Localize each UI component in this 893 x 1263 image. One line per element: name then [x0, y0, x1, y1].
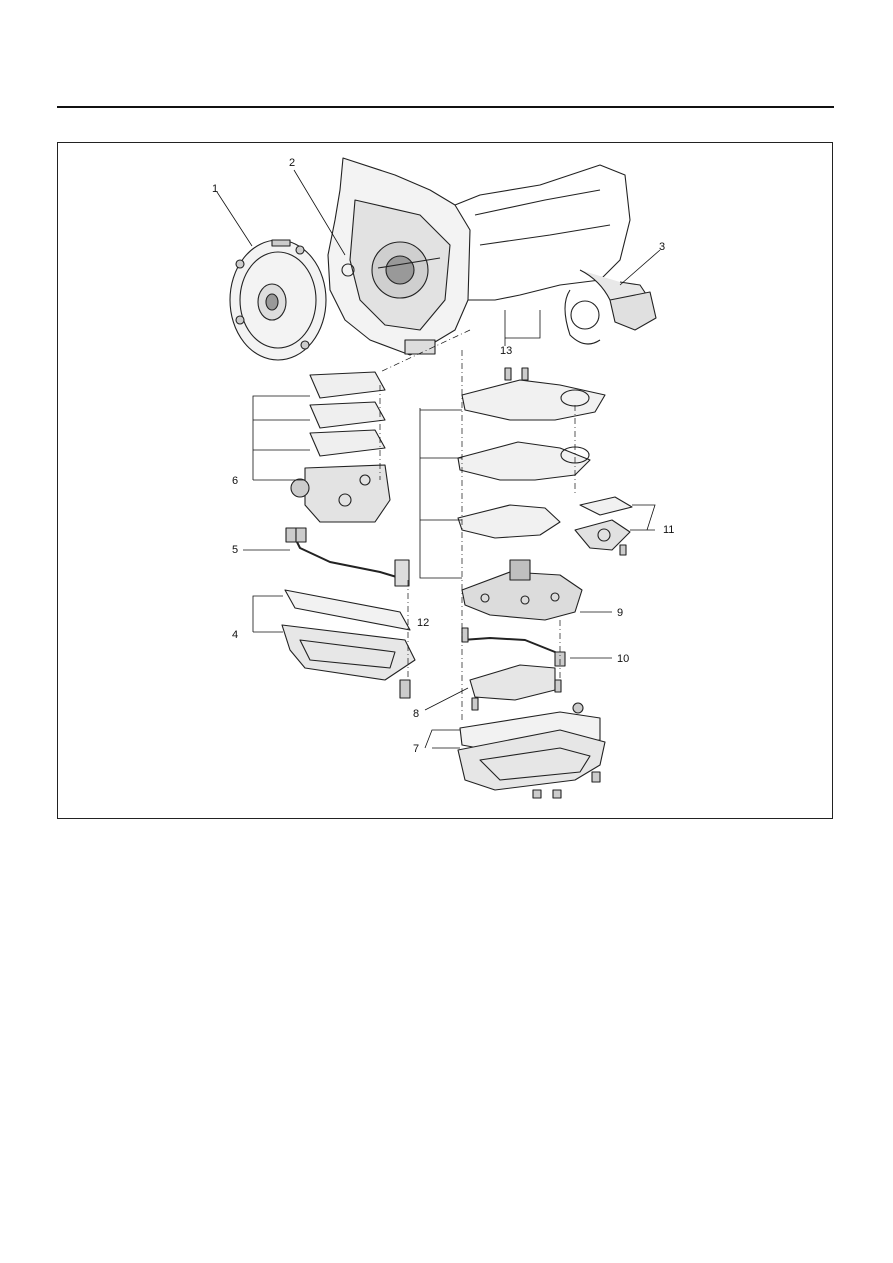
callout-10: 10 [617, 653, 630, 665]
header-rule [57, 106, 834, 108]
callout-13: 13 [500, 345, 513, 357]
callout-2: 2 [289, 157, 296, 169]
transmission-case-part [327, 157, 657, 356]
figure-frame [57, 142, 833, 819]
oil-pan-right-part [457, 702, 606, 799]
wiring-harness-part [285, 527, 410, 587]
callout-1: 1 [212, 183, 219, 195]
callout-9: 9 [617, 607, 624, 619]
shift-solenoid-plates-part [290, 371, 391, 523]
accumulator-cover-part [574, 496, 633, 556]
valve-body-part [461, 559, 583, 621]
oil-strainer-part [469, 664, 562, 711]
callout-12: 12 [417, 617, 430, 629]
callout-5: 5 [232, 544, 239, 556]
oil-pan-left-part [281, 589, 416, 699]
alignment-lines [379, 329, 576, 720]
leader-lines [216, 169, 661, 749]
callout-4: 4 [232, 629, 239, 641]
valve-body-plates-part [457, 367, 606, 539]
callout-3: 3 [659, 241, 666, 253]
callout-7: 7 [413, 743, 420, 755]
callout-8: 8 [413, 708, 420, 720]
torque-converter-part [229, 239, 327, 361]
internal-harness-part [461, 627, 566, 667]
callout-6: 6 [232, 475, 239, 487]
callout-11: 11 [663, 524, 675, 536]
